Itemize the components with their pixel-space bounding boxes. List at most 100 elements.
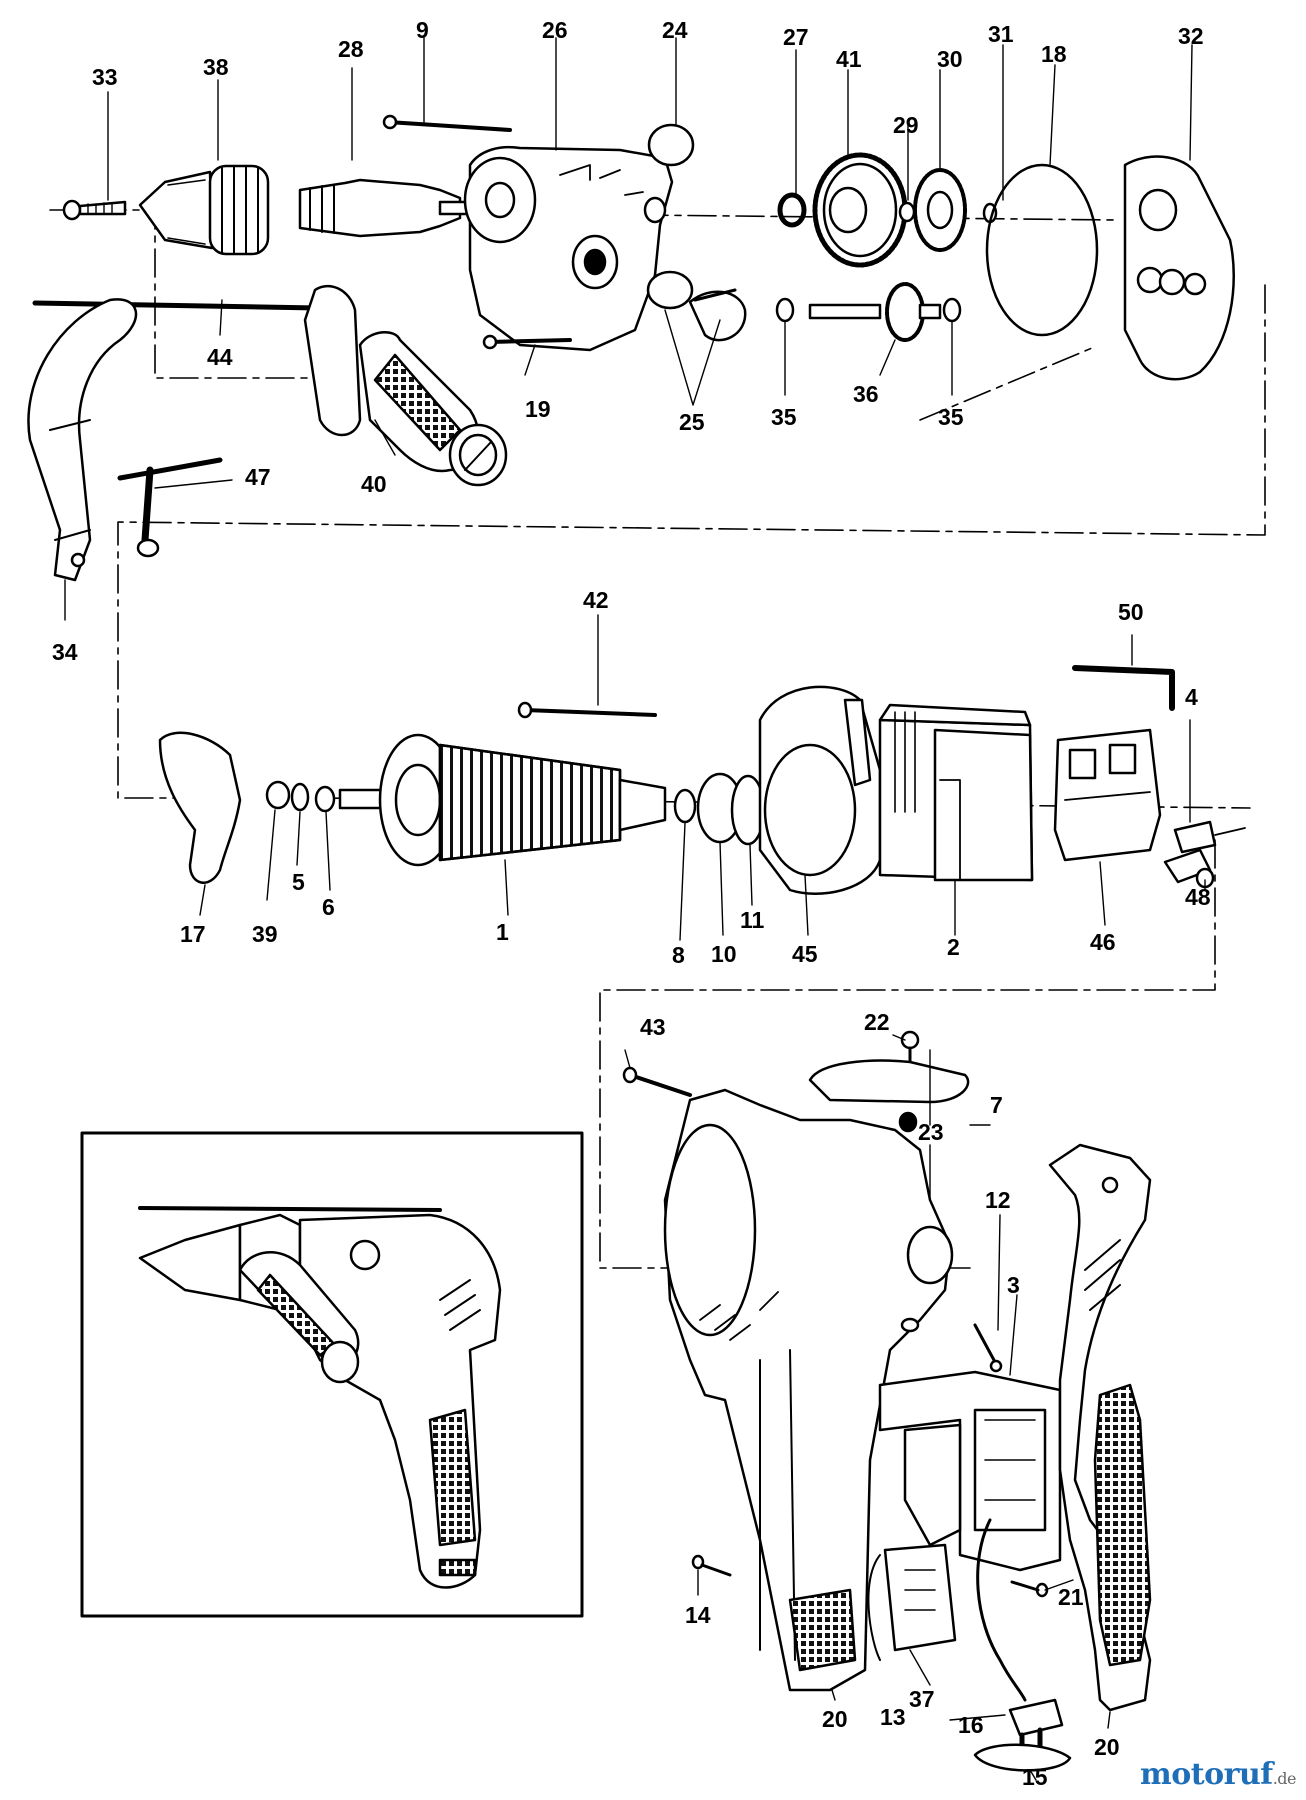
callout-33: 33 <box>92 64 118 90</box>
callout-15: 15 <box>1022 1764 1048 1790</box>
callout-39: 39 <box>252 921 278 947</box>
callout-9: 9 <box>416 17 429 43</box>
part-13-suppressor <box>867 1543 957 1661</box>
part-6-washer <box>314 785 336 813</box>
part-33-screw <box>62 199 127 221</box>
callout-42: 42 <box>583 587 609 613</box>
part-8-bearing <box>673 788 697 824</box>
part-40-side-handle <box>303 284 508 487</box>
part-12-screw <box>973 1323 1003 1373</box>
part-19-screw <box>482 334 572 350</box>
part-30-gear <box>913 168 967 252</box>
callout-28: 28 <box>338 36 364 62</box>
callout-3: 3 <box>1007 1272 1020 1298</box>
callout-16: 16 <box>958 1712 984 1738</box>
part-28-spindle <box>298 178 482 238</box>
callout-35b: 35 <box>938 404 964 430</box>
part-25-selector-knob <box>646 270 747 342</box>
callout-37: 37 <box>909 1686 935 1712</box>
callout-23: 23 <box>918 1119 944 1145</box>
assembled-view-frame <box>80 1131 584 1618</box>
part-41-gear <box>812 152 908 268</box>
callout-11: 11 <box>740 907 765 933</box>
part-34-handle-bracket <box>27 298 138 582</box>
part-22-screw <box>900 1030 920 1064</box>
callout-43: 43 <box>640 1014 666 1040</box>
part-4-carbon-brush <box>1173 820 1246 854</box>
callout-34: 34 <box>52 639 78 665</box>
part-48-brush-spring <box>1163 848 1215 889</box>
callout-18: 18 <box>1041 41 1067 67</box>
callout-2: 2 <box>947 934 960 960</box>
callout-4: 4 <box>1185 684 1198 710</box>
callout-30: 30 <box>937 46 963 72</box>
watermark-logo: motoruf.de <box>1140 1757 1296 1792</box>
part-42-screw <box>517 701 657 719</box>
part-35-washer-b <box>942 297 962 323</box>
part-24-plug <box>647 123 695 167</box>
callout-48: 48 <box>1185 884 1211 910</box>
callout-32: 32 <box>1178 23 1204 49</box>
callout-50: 50 <box>1118 599 1144 625</box>
part-45-fan-baffle <box>758 685 882 895</box>
callout-6: 6 <box>322 894 335 920</box>
callout-19: 19 <box>525 396 551 422</box>
callout-22: 22 <box>864 1009 890 1035</box>
watermark-tld: .de <box>1272 1769 1297 1788</box>
callout-14: 14 <box>685 1602 711 1628</box>
watermark-name: motoruf <box>1140 1757 1273 1792</box>
callout-21: 21 <box>1058 1584 1084 1610</box>
callout-10: 10 <box>711 941 737 967</box>
part-32-gear-cover <box>1123 155 1235 381</box>
part-18-o-ring <box>985 163 1099 337</box>
callout-20b: 20 <box>1094 1734 1120 1760</box>
part-20-housing-left <box>663 1088 954 1692</box>
callout-7: 7 <box>990 1092 1003 1118</box>
part-2-field-stator <box>878 703 1034 882</box>
callout-25: 25 <box>679 409 705 435</box>
part-14-screw <box>691 1554 732 1577</box>
callout-45: 45 <box>792 941 818 967</box>
callout-46: 46 <box>1090 929 1116 955</box>
callout-17: 17 <box>180 921 206 947</box>
part-47-chuck-key <box>117 457 223 558</box>
callout-26: 26 <box>542 17 568 43</box>
callout-44: 44 <box>207 344 233 370</box>
callout-36: 36 <box>853 381 879 407</box>
part-15-cable-clamp <box>973 1743 1072 1772</box>
callout-1: 1 <box>496 919 509 945</box>
part-1-armature <box>338 733 667 867</box>
part-26-gear-housing <box>463 146 674 352</box>
part-44-depth-rod <box>32 300 321 311</box>
callout-38: 38 <box>203 54 229 80</box>
part-43-screw <box>622 1066 692 1097</box>
part-20-housing-right <box>1048 1143 1152 1712</box>
callout-29: 29 <box>893 112 919 138</box>
callout-20: 20 <box>822 1706 848 1732</box>
part-3-trigger-switch <box>878 1370 1062 1572</box>
callout-27: 27 <box>783 24 809 50</box>
callout-24: 24 <box>662 17 688 43</box>
callout-35: 35 <box>771 404 797 430</box>
callout-41: 41 <box>836 46 862 72</box>
callout-8: 8 <box>672 942 685 968</box>
callout-leaders <box>64 37 1206 1781</box>
part-5-circlip <box>290 782 310 812</box>
callout-31: 31 <box>988 21 1014 47</box>
callout-12: 12 <box>985 1187 1011 1213</box>
part-46-brush-holder <box>1053 728 1162 862</box>
part-39-washer <box>265 780 291 810</box>
callout-13: 13 <box>880 1704 906 1730</box>
part-21-screw <box>1010 1580 1049 1598</box>
part-29-washer <box>898 201 916 223</box>
part-9-screw <box>382 114 512 132</box>
callout-5: 5 <box>292 869 305 895</box>
part-7-nut <box>898 1111 918 1133</box>
part-35-washer <box>775 297 795 323</box>
part-27-ring <box>777 192 807 228</box>
part-37-cable <box>976 1518 1027 1702</box>
part-17-bearing-bracket <box>158 731 242 884</box>
callout-47: 47 <box>245 464 271 490</box>
